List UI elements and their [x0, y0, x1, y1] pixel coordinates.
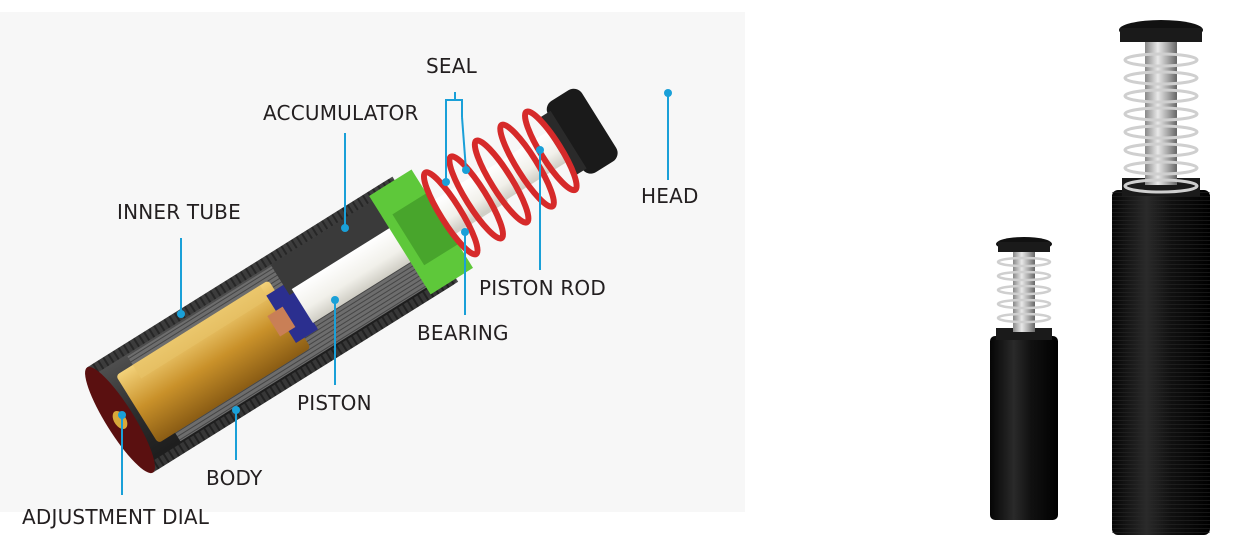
small-shock-absorber-photo	[990, 237, 1058, 520]
cutaway-shock-absorber	[85, 88, 618, 474]
accumulator-part	[270, 190, 409, 296]
leader-dots	[118, 89, 672, 419]
head-part	[546, 88, 618, 174]
label-bearing: BEARING	[417, 321, 509, 345]
label-seal: SEAL	[426, 54, 477, 78]
spring-part	[420, 108, 580, 258]
label-accumulator: ACCUMULATOR	[263, 101, 419, 125]
label-body: BODY	[206, 466, 263, 490]
label-inner-tube: INNER TUBE	[117, 200, 241, 224]
leader-lines	[121, 92, 669, 495]
label-head: HEAD	[641, 184, 699, 208]
large-shock-absorber-photo	[1112, 20, 1210, 535]
inner-tube-part	[117, 281, 310, 442]
label-adjustment-dial: ADJUSTMENT DIAL	[22, 505, 210, 529]
label-piston-rod: PISTON ROD	[479, 276, 606, 300]
label-piston: PISTON	[297, 391, 372, 415]
piston-part	[266, 281, 319, 344]
